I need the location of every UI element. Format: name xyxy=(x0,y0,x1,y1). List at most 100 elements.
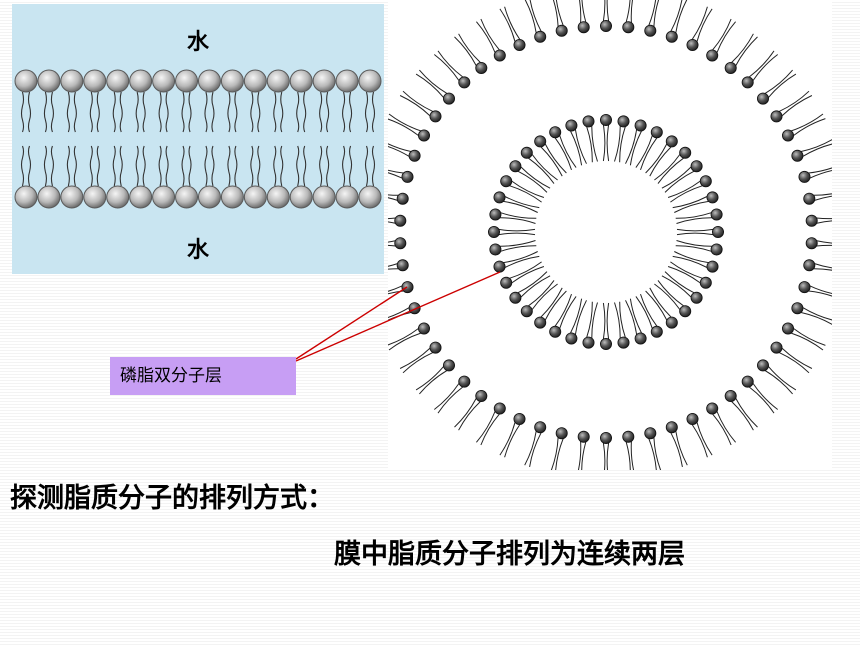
flat-bilayer-diagram xyxy=(14,69,382,209)
lipid-head-bottom xyxy=(312,185,336,209)
vesicle-head-outer xyxy=(555,24,568,37)
vesicle-head-inner xyxy=(665,316,678,329)
vesicle-head-outer xyxy=(756,92,769,105)
vesicle-head-inner xyxy=(650,126,663,139)
vesicle-head-outer xyxy=(741,375,754,388)
vesicle-head-outer xyxy=(555,427,568,440)
vesicle-head-inner xyxy=(706,260,719,273)
vesicle-head-outer xyxy=(791,302,804,315)
vesicle-head-outer xyxy=(622,21,635,34)
lipid-head-bottom xyxy=(129,185,153,209)
vesicle-head-outer xyxy=(443,92,456,105)
vesicle-head-outer xyxy=(805,237,818,250)
vesicle-head-inner xyxy=(710,208,723,221)
lipid-head-bottom xyxy=(106,185,130,209)
vesicle-head-inner xyxy=(650,325,663,338)
vesicle-head-outer xyxy=(534,30,547,43)
vesicle-head-outer xyxy=(706,402,719,415)
vesicle-head-outer xyxy=(475,389,488,402)
vesicle-head-outer xyxy=(417,129,430,142)
vesicle-head-outer xyxy=(803,259,816,272)
vesicle-head-inner xyxy=(699,175,712,188)
lipid-head-bottom xyxy=(266,185,290,209)
vesicle-head-outer xyxy=(401,170,414,183)
vesicle-head-outer xyxy=(686,39,699,52)
lipid-head-top xyxy=(220,69,244,93)
vesicle-head-inner xyxy=(679,146,692,159)
lipid-head-bottom xyxy=(60,185,84,209)
lipid-tails xyxy=(20,91,376,187)
lipid-head-top xyxy=(60,69,84,93)
vesicle-head-outer xyxy=(706,49,719,62)
vesicle-head-outer xyxy=(781,322,794,335)
vesicle-head-outer xyxy=(798,281,811,294)
vesicle-head-inner xyxy=(711,225,724,238)
vesicle-head-outer xyxy=(394,214,407,227)
lipid-head-bottom xyxy=(220,185,244,209)
vesicle-head-outer xyxy=(394,237,407,250)
vesicle-head-inner xyxy=(489,243,502,256)
vesicle-head-inner xyxy=(500,175,513,188)
lipid-head-top xyxy=(358,69,382,93)
vesicle-head-outer xyxy=(686,412,699,425)
vesicle-head-outer xyxy=(770,110,783,123)
vesicle-head-outer xyxy=(599,19,612,32)
vesicle-head-inner xyxy=(665,135,678,148)
lipid-head-top xyxy=(106,69,130,93)
lipid-head-bottom xyxy=(83,185,107,209)
lipid-head-top xyxy=(335,69,359,93)
lipid-head-top xyxy=(83,69,107,93)
lipid-head-top xyxy=(197,69,221,93)
vesicle-head-outer xyxy=(741,76,754,89)
lipid-head-bottom xyxy=(175,185,199,209)
vesicle-head-inner xyxy=(489,208,502,221)
lipid-head-bottom xyxy=(14,185,38,209)
lipid-head-top xyxy=(152,69,176,93)
vesicle-head-inner xyxy=(565,119,578,132)
lipid-head-top xyxy=(312,69,336,93)
vesicle-head-outer xyxy=(791,149,804,162)
conclusion-text: 膜中脂质分子排列为连续两层 xyxy=(334,539,685,570)
water-label-bottom: 水 xyxy=(186,238,209,263)
vesicle-head-outer xyxy=(513,412,526,425)
vesicle-head-outer xyxy=(408,302,421,315)
vesicle-head-outer xyxy=(644,427,657,440)
lipid-head-top xyxy=(14,69,38,93)
lipid-head-top xyxy=(37,69,61,93)
vesicle-head-outer xyxy=(798,170,811,183)
vesicle-head-outer xyxy=(770,341,783,354)
vesicle-head-outer xyxy=(443,359,456,372)
vesicle-head-outer xyxy=(458,76,471,89)
vesicle-head-inner xyxy=(500,276,513,289)
vesicle-head-outer xyxy=(724,62,737,75)
vesicle-head-outer xyxy=(599,431,612,444)
vesicle-head-outer xyxy=(665,421,678,434)
vesicle-head-outer xyxy=(577,430,590,443)
vesicle-head-inner xyxy=(520,146,533,159)
flat-bilayer-panel: 水 水 xyxy=(12,4,384,274)
lipid-head-top xyxy=(243,69,267,93)
vesicle-head-inner xyxy=(509,160,522,173)
vesicle-head-outer xyxy=(401,281,414,294)
vesicle-head-inner xyxy=(493,260,506,273)
vesicle-head-inner xyxy=(534,135,547,148)
vesicle-head-inner xyxy=(710,243,723,256)
vesicle-head-inner xyxy=(634,119,647,132)
vesicle-head-inner xyxy=(534,316,547,329)
vesicle-diagram xyxy=(388,0,832,470)
vesicle-head-outer xyxy=(622,430,635,443)
vesicle-head-outer xyxy=(803,192,816,205)
vesicle-head-inner xyxy=(690,160,703,173)
vesicle-head-outer xyxy=(781,129,794,142)
vesicle-head-inner xyxy=(582,115,595,128)
vesicle-head-outer xyxy=(724,389,737,402)
heading-text: 探测脂质分子的排列方式： xyxy=(10,483,334,514)
lipid-head-bottom xyxy=(152,185,176,209)
vesicle-head-outer xyxy=(429,341,442,354)
vesicle-head-inner xyxy=(509,291,522,304)
vesicle-head-inner xyxy=(690,291,703,304)
lipid-head-top xyxy=(175,69,199,93)
vesicle-head-inner xyxy=(582,336,595,349)
vesicle-panel xyxy=(388,0,832,470)
lipid-head-bottom xyxy=(197,185,221,209)
